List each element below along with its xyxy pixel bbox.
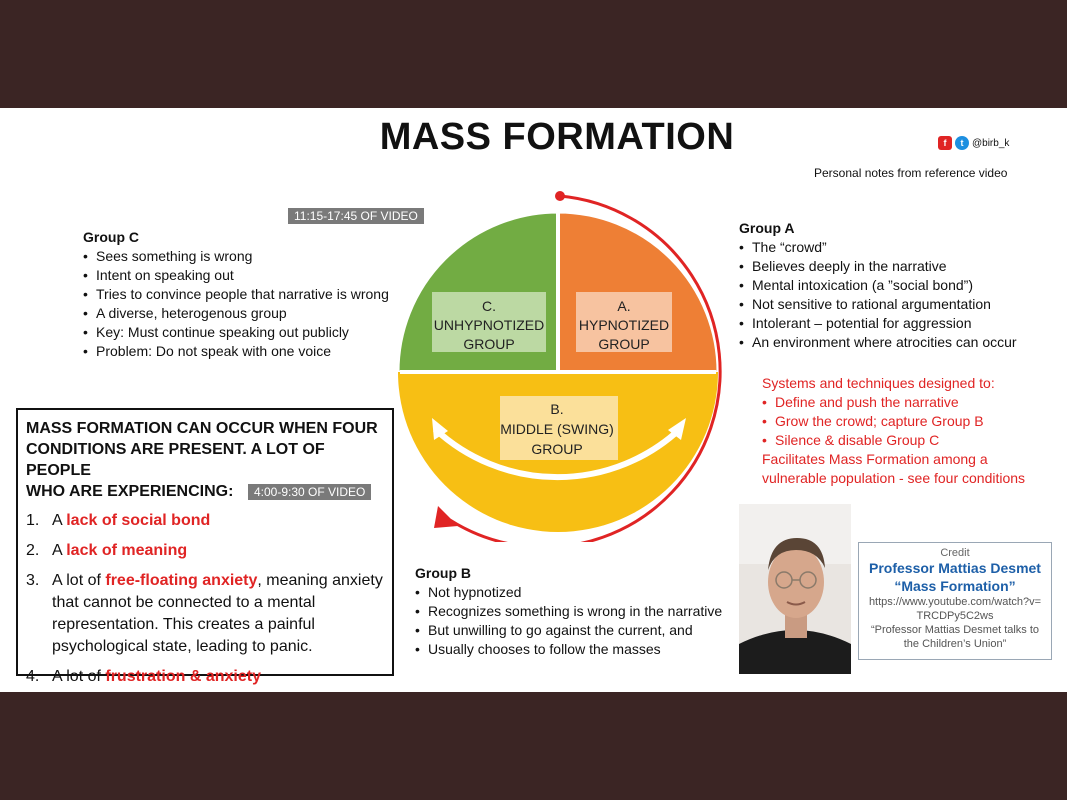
label-c-line-2: UNHYPNOTIZED <box>434 317 544 333</box>
swing-arrowhead-right <box>668 418 686 440</box>
list-item: Not hypnotized <box>415 583 722 602</box>
credit-box: Credit Professor Mattias Desmet “Mass Fo… <box>858 542 1052 660</box>
group-c-heading: Group C <box>83 229 139 245</box>
twitter-icon[interactable]: t <box>955 136 969 150</box>
systems-heading: Systems and techniques designed to: <box>762 375 995 391</box>
systems-panel: Systems and techniques designed to: Defi… <box>762 374 1025 488</box>
list-item: 1. A lack of social bond <box>26 510 384 532</box>
group-c-list: Sees something is wrong Intent on speaki… <box>83 247 389 361</box>
list-item: Define and push the narrative <box>762 393 1025 412</box>
label-b-line-1: B. <box>550 401 563 417</box>
systems-footer-2: vulnerable population - see four conditi… <box>762 470 1026 486</box>
credit-url-line[interactable]: https://www.youtube.com/watch?v= <box>868 596 1042 608</box>
facebook-icon[interactable]: f <box>938 136 952 150</box>
list-item: 4. A lot of frustration & anxiety <box>26 666 384 688</box>
list-item: 2. A lack of meaning <box>26 540 384 562</box>
list-item: A diverse, heterogenous group <box>83 304 389 323</box>
item-text: A <box>52 512 67 529</box>
list-item: Sees something is wrong <box>83 247 389 266</box>
list-item: Problem: Do not speak with one voice <box>83 342 389 361</box>
list-item: The “crowd” <box>739 238 1017 257</box>
item-number: 4. <box>26 668 40 685</box>
list-item: Recognizes something is wrong in the nar… <box>415 602 722 621</box>
swing-arrowhead-left <box>432 418 448 440</box>
label-box-b <box>500 396 618 460</box>
list-item: Intent on speaking out <box>83 266 389 285</box>
list-item: An environment where atrocities can occu… <box>739 333 1017 352</box>
group-a-panel: Group A The “crowd” Believes deeply in t… <box>739 219 1017 352</box>
conditions-heading-line: CONDITIONS ARE PRESENT. A LOT OF PEOPLE <box>26 441 325 479</box>
credit-work: “Mass Formation” <box>894 578 1016 594</box>
label-a-line-2: HYPNOTIZED <box>579 317 669 333</box>
cycle-arrowhead <box>434 506 458 528</box>
item-text: A <box>52 542 67 559</box>
credit-description: “Professor Mattias Desmet talks to the C… <box>859 623 1051 651</box>
page-title: MASS FORMATION <box>379 116 735 158</box>
item-text: A lot of <box>52 668 106 685</box>
label-b-line-3: GROUP <box>531 441 582 457</box>
list-item: 3. A lot of free-floating anxiety, meani… <box>26 570 384 658</box>
conditions-list: 1. A lack of social bond 2. A lack of me… <box>26 510 384 688</box>
list-item: Not sensitive to rational argumentation <box>739 295 1017 314</box>
speaker-photo <box>739 504 851 674</box>
conditions-heading-line: WHO ARE EXPERIENCING: <box>26 483 234 500</box>
item-number: 1. <box>26 512 40 529</box>
list-item: Grow the crowd; capture Group B <box>762 412 1025 431</box>
list-item: Believes deeply in the narrative <box>739 257 1017 276</box>
credit-desc-line: the Children’s Union” <box>903 638 1007 650</box>
slide: MASS FORMATION f t @birb_k Personal note… <box>0 108 1067 692</box>
list-item: Silence & disable Group C <box>762 431 1025 450</box>
handle-text: @birb_k <box>972 137 1010 149</box>
credit-label: Credit <box>940 547 970 559</box>
group-b-list: Not hypnotized Recognizes something is w… <box>415 583 722 659</box>
cycle-arrow <box>449 194 722 542</box>
item-number: 2. <box>26 542 40 559</box>
conditions-box: MASS FORMATION CAN OCCUR WHEN FOUR CONDI… <box>16 408 394 685</box>
conditions-heading-line: MASS FORMATION CAN OCCUR WHEN FOUR <box>26 420 378 437</box>
label-a-line-3: GROUP <box>598 336 649 352</box>
notes-caption: Personal notes from reference video <box>814 166 1008 180</box>
conditions-heading: MASS FORMATION CAN OCCUR WHEN FOUR CONDI… <box>26 418 384 502</box>
item-text: A lot of <box>52 572 106 589</box>
label-box-c <box>432 292 546 352</box>
group-b-panel: Group B Not hypnotized Recognizes someth… <box>415 564 722 659</box>
item-highlight: lack of social bond <box>66 512 211 529</box>
social-handle[interactable]: f t @birb_k <box>938 136 1009 150</box>
credit-url-line[interactable]: TRCDPy5C2ws <box>916 610 994 622</box>
video-badge-conditions: 4:00-9:30 OF VIDEO <box>248 484 372 500</box>
label-a-line-1: A. <box>617 298 630 314</box>
list-item: Tries to convince people that narrative … <box>83 285 389 304</box>
credit-url[interactable]: https://www.youtube.com/watch?v= TRCDPy5… <box>859 595 1051 623</box>
item-number: 3. <box>26 572 40 589</box>
group-c-panel: Group C Sees something is wrong Intent o… <box>83 228 389 361</box>
group-wheel-diagram: C. UNHYPNOTIZED GROUP A. HYPNOTIZED GROU… <box>396 191 722 542</box>
video-badge-group-c: 11:15-17:45 OF VIDEO <box>288 208 424 224</box>
group-a-heading: Group A <box>739 220 795 236</box>
list-item: But unwilling to go against the current,… <box>415 621 722 640</box>
item-highlight: lack of meaning <box>66 542 188 559</box>
list-item: Intolerant – potential for aggression <box>739 314 1017 333</box>
group-a-list: The “crowd” Believes deeply in the narra… <box>739 238 1017 352</box>
cycle-arrow-start <box>555 191 565 201</box>
item-highlight: free-floating anxiety <box>105 572 258 589</box>
label-box-a <box>576 292 672 352</box>
list-item: Mental intoxication (a ”social bond”) <box>739 276 1017 295</box>
swing-arrow <box>432 426 683 481</box>
label-b-line-2: MIDDLE (SWING) <box>500 421 614 437</box>
list-item: Usually chooses to follow the masses <box>415 640 722 659</box>
group-b-heading: Group B <box>415 565 471 581</box>
systems-list: Define and push the narrative Grow the c… <box>762 393 1025 450</box>
label-c-line-1: C. <box>482 298 496 314</box>
credit-name: Professor Mattias Desmet <box>869 560 1041 576</box>
credit-desc-line: “Professor Mattias Desmet talks to <box>870 624 1040 636</box>
systems-footer-1: Facilitates Mass Formation among a <box>762 451 988 467</box>
item-text: , meaning anxiety that cannot be connect… <box>52 572 383 655</box>
list-item: Key: Must continue speaking out publicly <box>83 323 389 342</box>
item-highlight: frustration & anxiety <box>105 668 261 685</box>
label-c-line-3: GROUP <box>463 336 514 352</box>
